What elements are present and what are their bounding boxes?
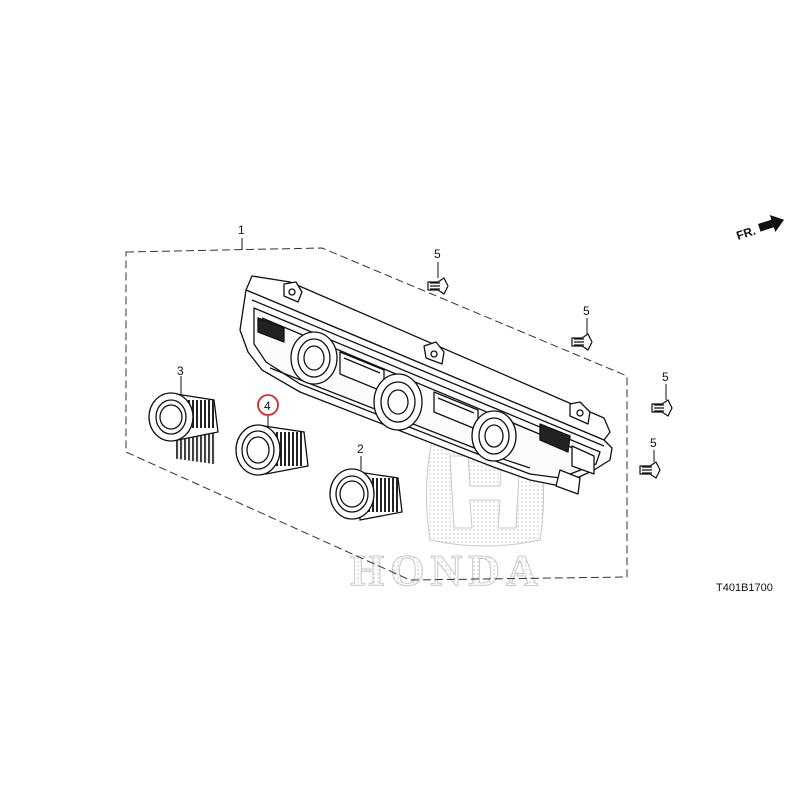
knob-3[interactable] [148,392,219,465]
screw-b[interactable] [571,333,593,351]
honda-watermark: HONDA [350,433,545,596]
diagram-code: T401B1700 [716,582,773,594]
mount-tab-right [569,401,591,425]
knob-bezel-left [290,331,338,385]
screw-d[interactable] [639,461,661,479]
knob-bezel-center [373,373,423,431]
callout-5c: 5 [662,370,669,384]
knob-bezel-right [471,410,517,462]
mount-tab-left [283,281,303,303]
front-direction-indicator: FR. [735,214,785,243]
screw-a[interactable] [427,277,449,295]
mount-tab-center [423,341,445,365]
front-direction-label: FR. [735,224,758,243]
callout-5b: 5 [583,304,590,318]
callout-2: 2 [357,442,364,456]
knob-4[interactable] [235,424,309,476]
screw-c[interactable] [651,399,673,417]
honda-wordmark: HONDA [350,546,544,595]
callout-5a: 5 [434,247,441,261]
knob-2[interactable] [329,468,403,521]
callout-4[interactable]: 4 [264,399,271,413]
control-panel-housing [239,275,613,495]
callout-1: 1 [238,223,245,237]
callout-5d: 5 [650,436,657,450]
callout-3: 3 [177,364,184,378]
selected-part-highlight [257,394,279,416]
arrow-right-icon [758,214,785,233]
assembly-boundary [125,247,628,581]
